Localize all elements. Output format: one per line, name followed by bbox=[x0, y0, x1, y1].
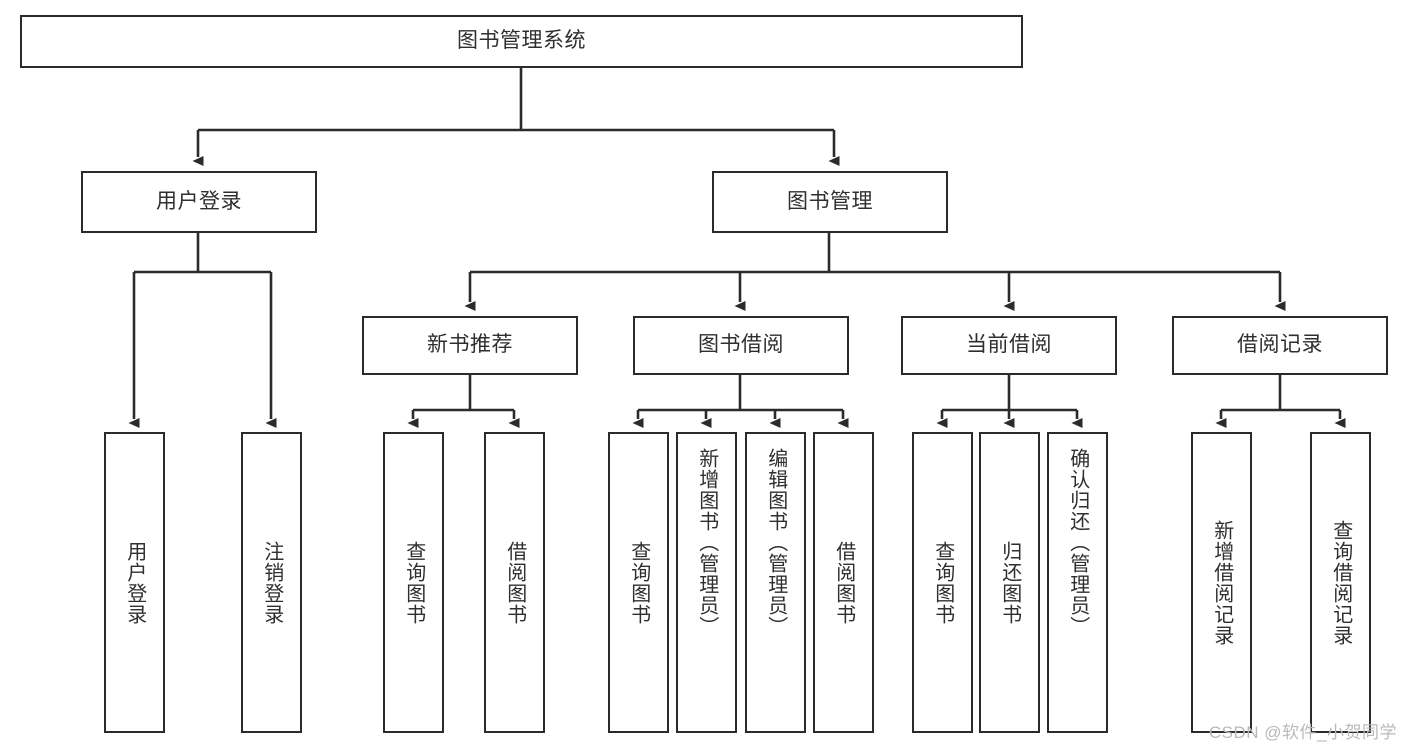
node-borrow-record[interactable]: 借阅记录 bbox=[1172, 316, 1388, 375]
node-leaf-user-logout[interactable]: 注销登录 bbox=[241, 432, 302, 733]
node-leaf-rec-query2-label: 查询借阅记录 bbox=[1329, 519, 1352, 646]
node-book-manage-label: 图书管理 bbox=[787, 189, 873, 213]
node-new-book-rec-label: 新书推荐 bbox=[427, 333, 513, 357]
node-book-manage[interactable]: 图书管理 bbox=[712, 171, 948, 233]
node-leaf-rec-query-label: 查询图书 bbox=[402, 540, 425, 625]
node-leaf-rec-borrow[interactable]: 借阅图书 bbox=[484, 432, 545, 733]
node-leaf-cur-return[interactable]: 归还图书 bbox=[979, 432, 1040, 733]
node-leaf-cur-confirm-label: 确认归还（管理员） bbox=[1066, 448, 1089, 637]
node-book-borrow[interactable]: 图书借阅 bbox=[633, 316, 849, 375]
node-leaf-user-login[interactable]: 用户登录 bbox=[104, 432, 165, 733]
node-leaf-cur-return-label: 归还图书 bbox=[998, 540, 1021, 625]
node-leaf-cur-query[interactable]: 查询图书 bbox=[912, 432, 973, 733]
node-leaf-cur-confirm[interactable]: 确认归还（管理员） bbox=[1047, 432, 1108, 733]
node-user-login-label: 用户登录 bbox=[156, 189, 242, 213]
node-leaf-borrow-edit[interactable]: 编辑图书（管理员） bbox=[745, 432, 806, 733]
node-book-borrow-label: 图书借阅 bbox=[698, 333, 784, 357]
node-leaf-rec-add-label: 新增借阅记录 bbox=[1210, 519, 1233, 646]
node-leaf-borrow-add[interactable]: 新增图书（管理员） bbox=[676, 432, 737, 733]
node-root[interactable]: 图书管理系统 bbox=[20, 15, 1023, 68]
node-leaf-borrow-query[interactable]: 查询图书 bbox=[608, 432, 669, 733]
node-leaf-user-login-label: 用户登录 bbox=[123, 540, 146, 625]
node-current-borrow[interactable]: 当前借阅 bbox=[901, 316, 1117, 375]
node-leaf-rec-query[interactable]: 查询图书 bbox=[383, 432, 444, 733]
node-leaf-borrow-lend[interactable]: 借阅图书 bbox=[813, 432, 874, 733]
node-leaf-borrow-edit-label: 编辑图书（管理员） bbox=[764, 448, 787, 637]
node-current-borrow-label: 当前借阅 bbox=[966, 333, 1052, 357]
node-leaf-cur-query-label: 查询图书 bbox=[931, 540, 954, 625]
node-user-login[interactable]: 用户登录 bbox=[81, 171, 317, 233]
node-root-label: 图书管理系统 bbox=[457, 29, 586, 53]
node-leaf-borrow-lend-label: 借阅图书 bbox=[832, 540, 855, 625]
node-leaf-user-logout-label: 注销登录 bbox=[260, 540, 283, 625]
node-leaf-rec-query2[interactable]: 查询借阅记录 bbox=[1310, 432, 1371, 733]
node-leaf-rec-borrow-label: 借阅图书 bbox=[503, 540, 526, 625]
node-leaf-rec-add[interactable]: 新增借阅记录 bbox=[1191, 432, 1252, 733]
node-leaf-borrow-query-label: 查询图书 bbox=[627, 540, 650, 625]
node-borrow-record-label: 借阅记录 bbox=[1237, 333, 1323, 357]
node-new-book-rec[interactable]: 新书推荐 bbox=[362, 316, 578, 375]
node-leaf-borrow-add-label: 新增图书（管理员） bbox=[695, 448, 718, 637]
csdn-watermark: CSDN @软件_小贺同学 bbox=[1208, 723, 1397, 742]
